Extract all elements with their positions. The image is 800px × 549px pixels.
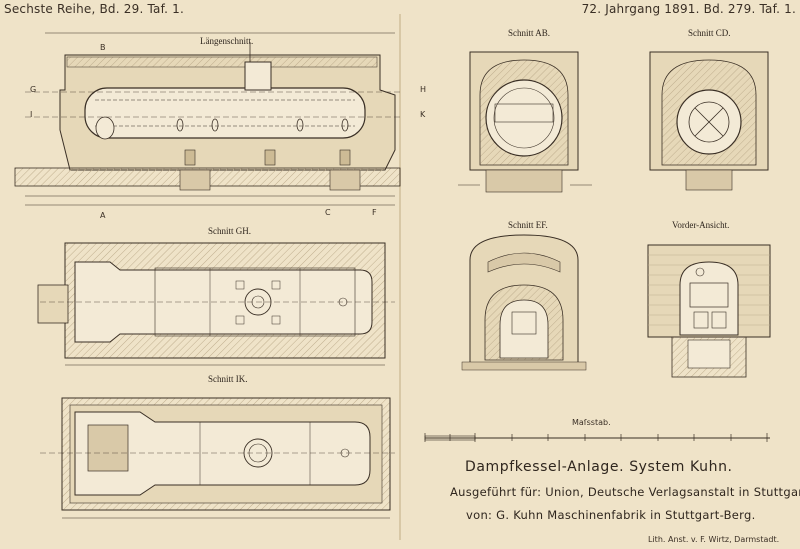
mark-i: I [30, 110, 32, 119]
schnitt-gh-title: Schnitt GH. [208, 226, 251, 236]
lithographer-imprint: Lith. Anst. v. F. Wirtz, Darmstadt. [648, 535, 780, 544]
schnitt-ik-view: Schnitt IK. [40, 374, 395, 519]
plate-maker-line: von: G. Kuhn Maschinenfabrik in Stuttgar… [466, 508, 756, 522]
schnitt-gh-view: Schnitt GH. [37, 226, 395, 366]
vorder-ansicht-view: Vorder-Ansicht. [647, 220, 771, 378]
mark-h: H [420, 85, 426, 94]
mark-k: K [420, 110, 426, 119]
schnitt-ef-view: Schnitt EF. [461, 220, 587, 371]
front-door-frame [679, 261, 739, 336]
plate-title: Dampfkessel-Anlage. System Kuhn. [465, 459, 733, 475]
laengenschnitt-title: Längenschnitt. [200, 36, 253, 46]
fire-door [689, 282, 729, 308]
schnitt-cd-title: Schnitt CD. [688, 28, 731, 38]
mark-c: C [325, 208, 331, 217]
schnitt-ab-view: Schnitt AB. [458, 28, 592, 193]
boiler-shell [84, 87, 366, 139]
scale-bar [424, 433, 770, 442]
schnitt-ef-title: Schnitt EF. [508, 220, 548, 230]
schnitt-cd-view: Schnitt CD. [649, 28, 769, 191]
flue-section-ef [499, 299, 549, 359]
schnitt-ik-title: Schnitt IK. [208, 374, 248, 384]
plate-client-line: Ausgeführt für: Union, Deutsche Verlagsa… [450, 485, 800, 499]
mark-g: G [30, 85, 36, 94]
mark-f: F [372, 208, 377, 217]
vorder-ansicht-title: Vorder-Ansicht. [672, 220, 729, 230]
plate-volume-label: 72. Jahrgang 1891. Bd. 279. Taf. 1. [581, 2, 796, 16]
laengenschnitt-view: Längenschnitt. G I A B C F [14, 32, 401, 220]
mark-b: B [100, 43, 106, 52]
steam-dome [244, 61, 272, 91]
plate-series-label: Sechste Reihe, Bd. 29. Taf. 1. [4, 2, 184, 16]
schnitt-ab-title: Schnitt AB. [508, 28, 550, 38]
mark-a: A [100, 211, 106, 220]
boiler-section-ab [485, 79, 563, 157]
scale-title: Maſsstab. [572, 418, 611, 427]
